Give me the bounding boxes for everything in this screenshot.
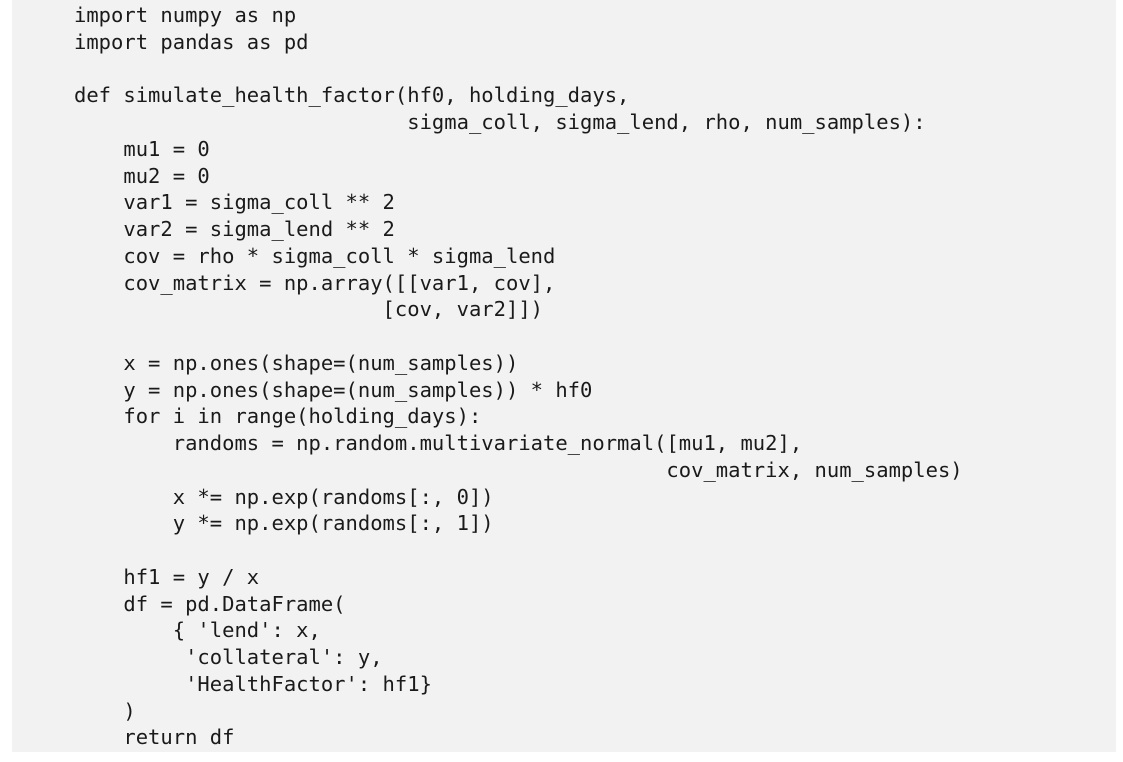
- code-line: 'collateral': y,: [74, 645, 383, 669]
- code-line: ): [74, 698, 136, 723]
- code-line: x = np.ones(shape=(num_samples)): [74, 350, 519, 375]
- code-line: randoms = np.random.multivariate_normal(…: [74, 431, 803, 455]
- code-line: 'HealthFactor': hf1}: [74, 671, 432, 696]
- code-line: hf1 = y / x: [74, 564, 260, 589]
- code-line: import pandas as pd: [74, 29, 309, 54]
- code-line: [12, 537, 963, 564]
- code-line: cov = rho * sigma_coll * sigma_lend: [74, 243, 556, 268]
- code-block: import numpy as np import pandas as pd d…: [12, 0, 1116, 752]
- code-line: cov_matrix, num_samples): [74, 457, 963, 482]
- code-line: mu2 = 0: [74, 163, 210, 188]
- code-line: import numpy as np: [74, 3, 297, 27]
- code-line: y *= np.exp(randoms[:, 1]): [74, 511, 494, 536]
- code-line: for i in range(holding_days):: [74, 404, 482, 429]
- code-line: var1 = sigma_coll ** 2: [74, 190, 395, 215]
- code-line: cov_matrix = np.array([[var1, cov],: [74, 270, 556, 295]
- code-line: def simulate_health_factor(hf0, holding_…: [74, 83, 630, 108]
- code-line: [12, 323, 963, 350]
- code-line: [cov, var2]]): [74, 297, 543, 322]
- code-line: var2 = sigma_lend ** 2: [74, 217, 395, 241]
- code-line: mu1 = 0: [74, 136, 210, 161]
- code-line: y = np.ones(shape=(num_samples)) * hf0: [74, 377, 593, 402]
- code-line: df = pd.DataFrame(: [74, 591, 346, 616]
- code-line: { 'lend': x,: [74, 618, 321, 643]
- code-line: x *= np.exp(randoms[:, 0]): [74, 484, 494, 509]
- code-lines: import numpy as np import pandas as pd d…: [12, 2, 963, 751]
- code-line: return df: [74, 725, 235, 750]
- code-line: [12, 56, 963, 83]
- code-line: sigma_coll, sigma_lend, rho, num_samples…: [74, 110, 926, 134]
